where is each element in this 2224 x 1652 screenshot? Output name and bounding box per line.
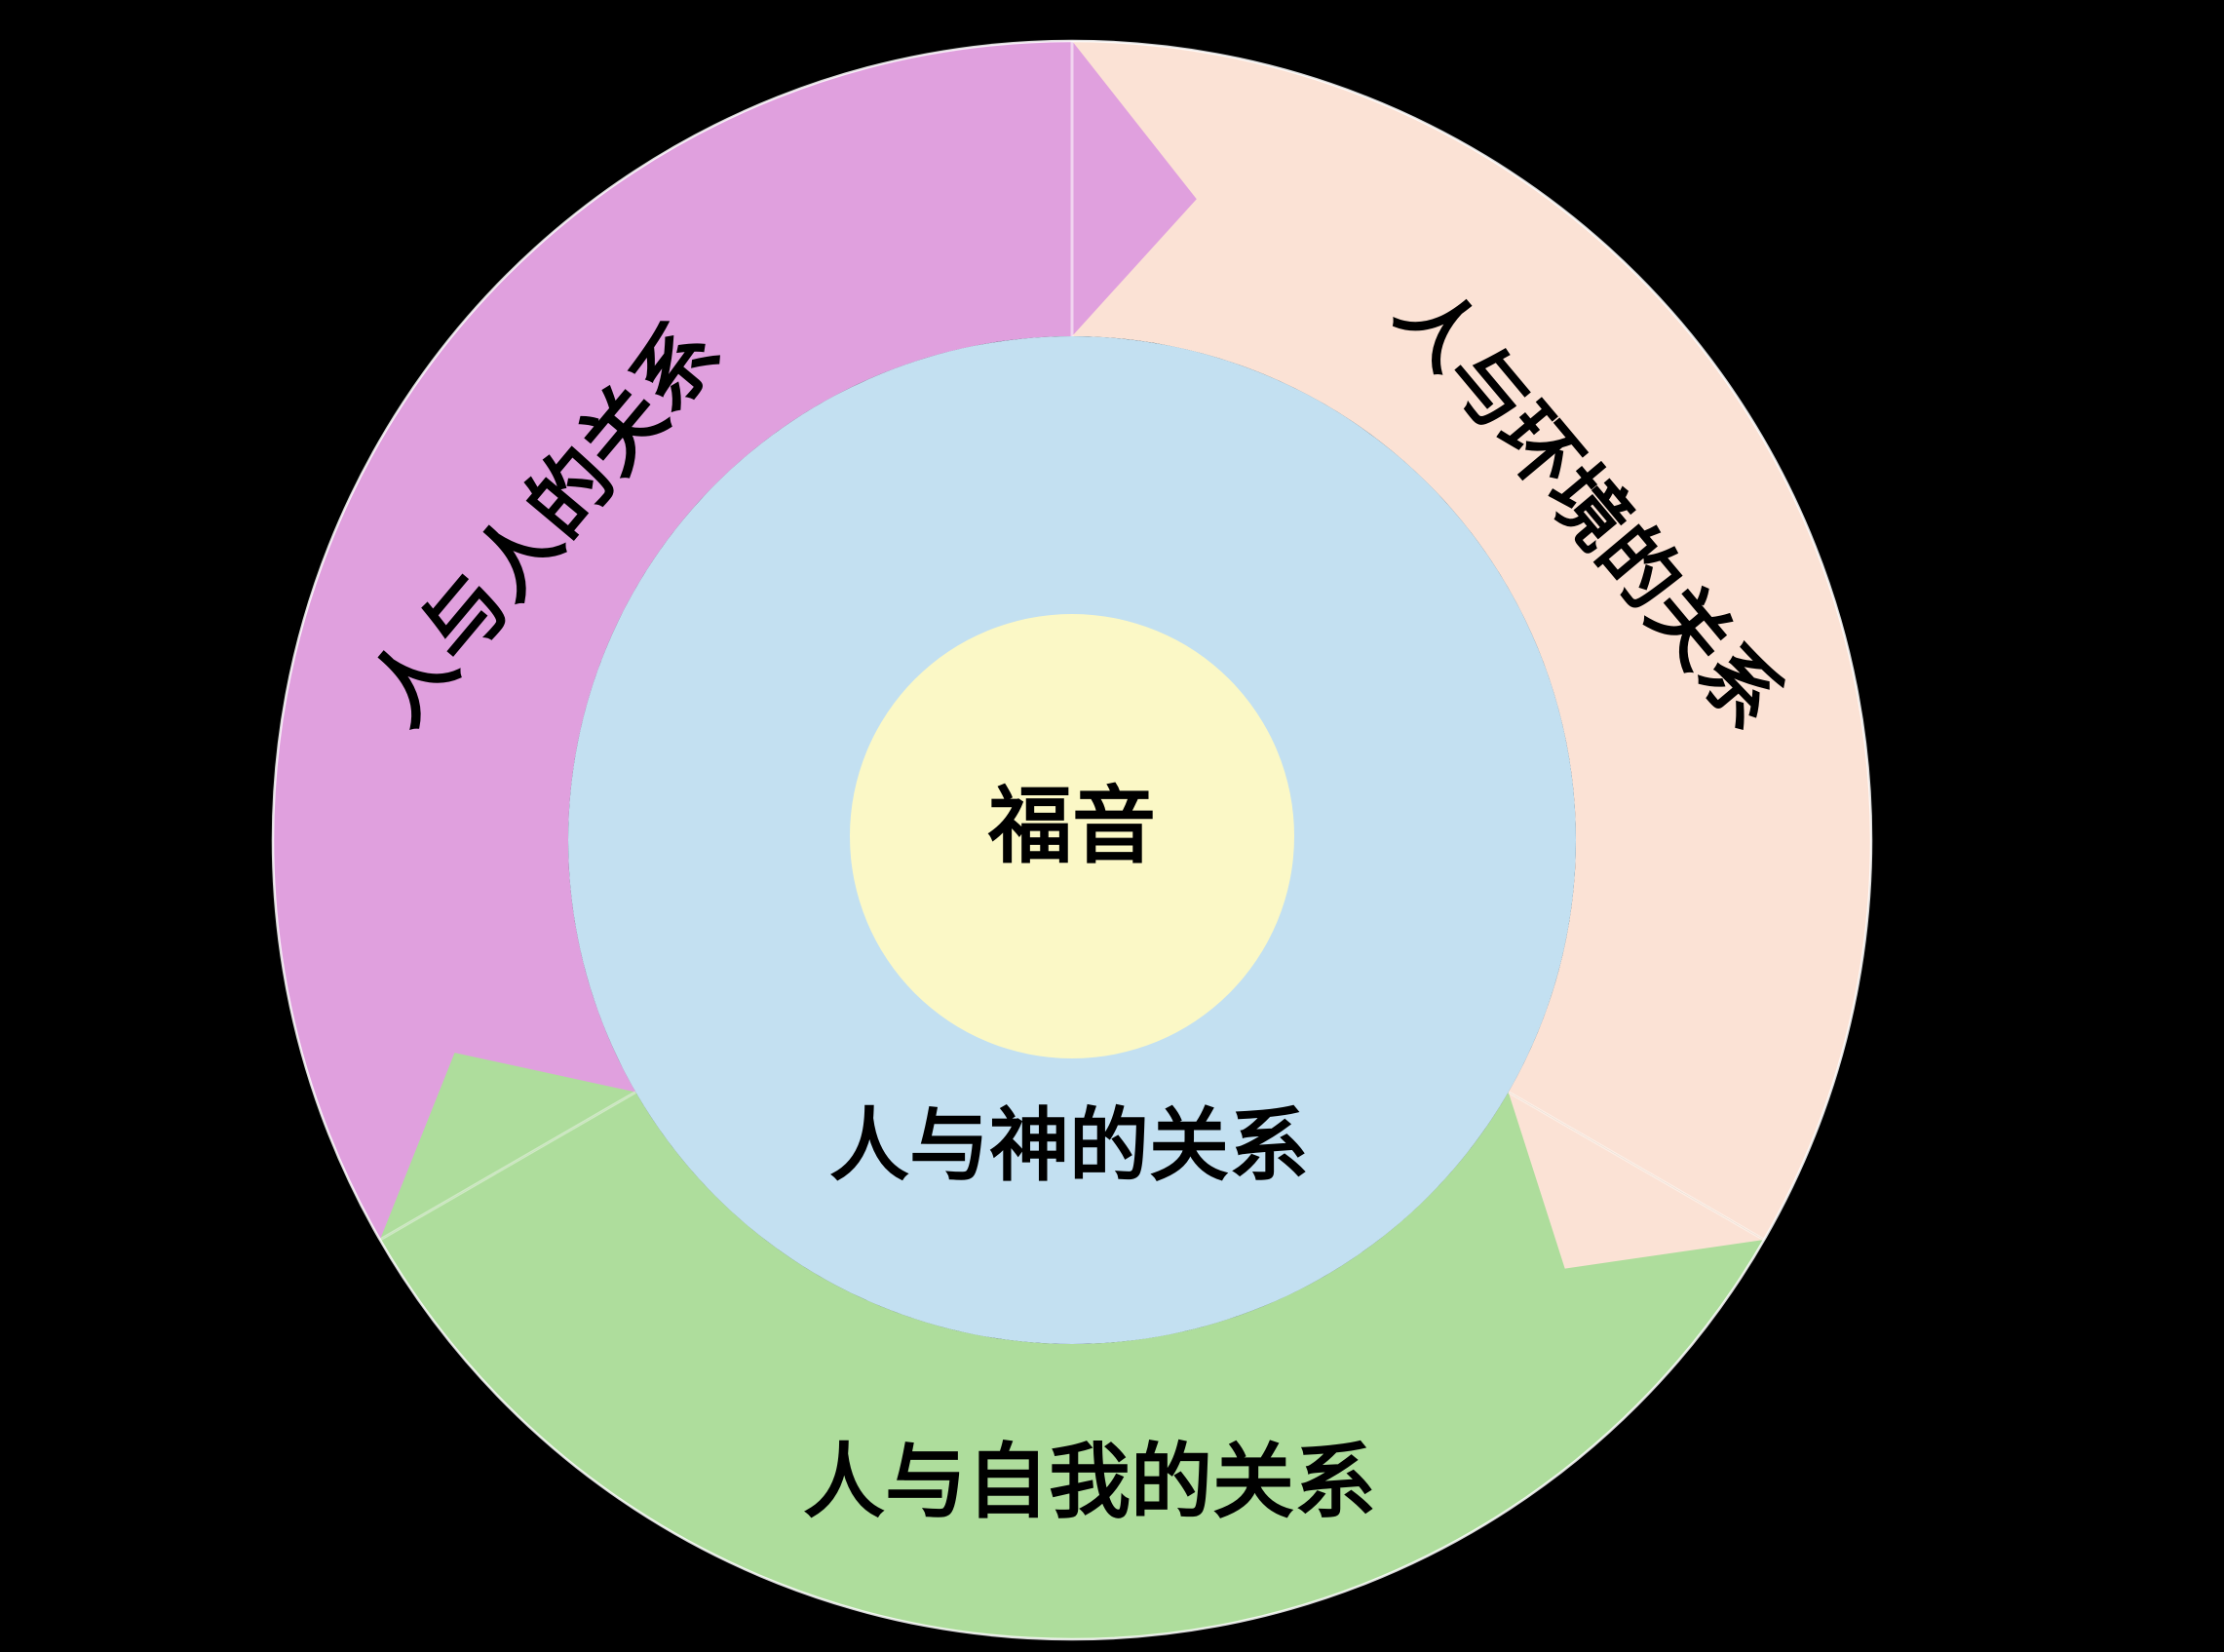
center-circle-label: 福音 <box>987 778 1156 875</box>
divider-lower-left <box>379 1091 637 1242</box>
center-circle <box>850 614 1294 1058</box>
segment-self-arrowhead-icon <box>379 1053 636 1240</box>
outer-rim-halo <box>271 39 1873 1641</box>
segment-environment <box>1072 41 1871 1240</box>
segment-people-arrowhead-icon <box>1072 41 1197 336</box>
segment-self-label: 人与自我的关系 <box>803 1434 1376 1529</box>
segment-environment-arrowhead-icon <box>1508 1092 1765 1269</box>
segment-people <box>273 41 1072 1240</box>
divider-lower-right <box>1507 1091 1765 1242</box>
segment-self <box>379 1092 1765 1639</box>
inner-ring-label: 人与神的关系 <box>829 1100 1309 1193</box>
